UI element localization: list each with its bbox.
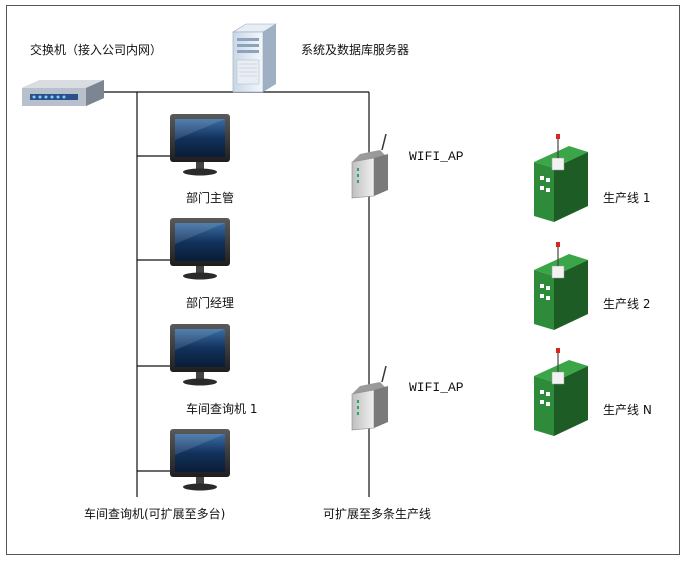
production-line-icon — [534, 242, 588, 330]
monitor-icon — [170, 324, 230, 386]
diagram-frame — [6, 5, 680, 555]
production-line-icon — [534, 348, 588, 436]
monitor-icon — [170, 114, 230, 176]
monitor-icon — [170, 218, 230, 280]
server-icon — [231, 23, 278, 93]
wifi-ap-label: WIFI_AP — [409, 149, 464, 164]
switch-label: 交换机（接入公司内网） — [30, 42, 162, 57]
production-line-label: 生产线 N — [603, 403, 652, 417]
production-line-icon — [534, 134, 588, 222]
pc-label: 车间查询机 1 — [186, 401, 257, 416]
pc-label: 部门经理 — [186, 295, 234, 310]
wifi-ap-icon — [351, 133, 388, 199]
wifi-expand-label: 可扩展至多条生产线 — [323, 507, 431, 521]
pc-label: 部门主管 — [186, 190, 234, 205]
wifi-ap-label: WIFI_AP — [409, 380, 464, 395]
server-label: 系统及数据库服务器 — [301, 42, 409, 57]
network-lines — [104, 91, 370, 497]
monitor-icon — [170, 429, 230, 491]
production-line-label: 生产线 1 — [603, 191, 650, 205]
pc-label: 车间查询机(可扩展至多台) — [84, 506, 225, 521]
production-line-label: 生产线 2 — [603, 297, 650, 311]
switch-icon — [22, 80, 104, 106]
wifi-ap-icon — [351, 365, 388, 431]
